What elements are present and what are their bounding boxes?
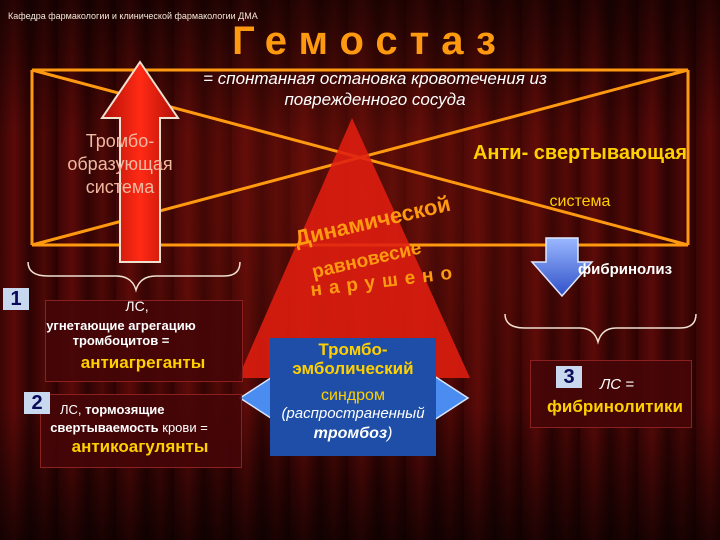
anticoag-system-subtitle: система	[549, 193, 611, 210]
group-2-badge: 2	[24, 392, 50, 414]
group-1-badge: 1	[3, 288, 29, 310]
group-1-result: антиагреганты	[80, 353, 206, 372]
group-1-description: угнетающие агрегацию тромбоцитов =	[46, 318, 196, 348]
group-2-result: антикоагулянты	[71, 437, 209, 456]
group-2-description: свертываемость крови =	[18, 420, 240, 435]
syndrome-line-5: тромбоз)	[270, 424, 436, 444]
syndrome-close-paren: )	[387, 425, 393, 442]
group-2-label-text: ЛС,	[60, 402, 82, 417]
fibrinolytic-box	[530, 360, 692, 428]
fibrinolysis-down-arrow-icon	[530, 237, 594, 298]
fibrinolysis-label: фибринолиз	[578, 261, 673, 278]
right-bracket	[504, 313, 697, 345]
anticoag-system-title: Анти- свертывающая	[472, 142, 688, 164]
thrombo-up-arrow-icon	[100, 60, 180, 263]
syndrome-box	[270, 338, 436, 456]
syndrome-line-1: Тромбо-	[318, 340, 388, 359]
syndrome-line-4: (распространенный	[281, 405, 425, 422]
group-1-label: ЛС,	[125, 298, 149, 314]
page-title: Гемостаз	[232, 19, 508, 63]
syndrome-thrombosis: тромбоз	[313, 425, 388, 442]
syndrome-line-2: эмболический	[292, 359, 414, 378]
left-bracket	[27, 261, 241, 293]
group-2-label: ЛС, тормозящие	[60, 402, 230, 417]
anticoagulant-box	[40, 394, 242, 468]
group-3-label: ЛС =	[600, 376, 635, 393]
group-2-description-bold-b: свертываемость	[50, 420, 159, 435]
thrombo-system-label: Тромбо- образующая система	[67, 131, 173, 197]
group-2-description-rest: крови =	[162, 420, 208, 435]
department-caption: Кафедра фармакологии и клинической фарма…	[8, 11, 258, 21]
antiplatelet-box	[45, 300, 243, 382]
group-2-description-bold-a: тормозящие	[85, 402, 165, 417]
group-3-result: фибринолитики	[547, 397, 683, 416]
definition-text: = спонтанная остановка кровотечения из п…	[203, 69, 547, 109]
group-3-badge: 3	[556, 366, 582, 388]
disturbance-triangle	[238, 118, 470, 378]
syndrome-line-3: синдром	[321, 387, 385, 404]
